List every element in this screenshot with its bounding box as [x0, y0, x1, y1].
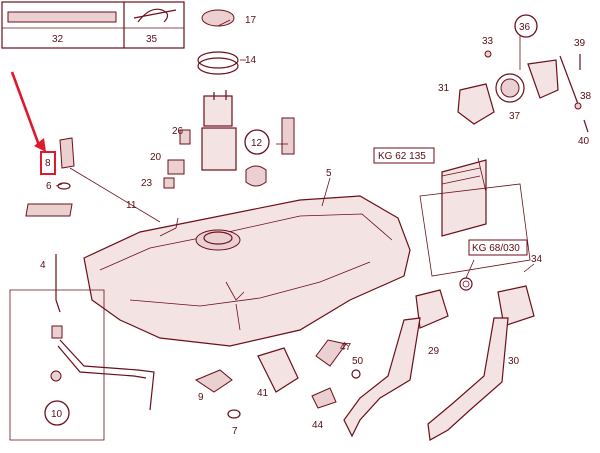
- label-17: 17: [245, 15, 257, 26]
- label-32: 32: [52, 34, 64, 45]
- highlight-box: [40, 151, 56, 175]
- callout-circle-10: [44, 400, 70, 426]
- clamp-35: [133, 8, 177, 23]
- kg-box-1: [373, 147, 435, 164]
- label-35: 35: [146, 34, 158, 45]
- label-40: 40: [578, 136, 590, 147]
- label-26: 26: [172, 126, 184, 137]
- highlight-annotation: [10, 71, 56, 175]
- label-36: 36: [519, 22, 531, 33]
- label-14: 14: [245, 55, 257, 66]
- callout-circle-12: [244, 129, 270, 155]
- label-37: 37: [509, 111, 521, 122]
- left-parts: [9, 137, 155, 441]
- label-11: 11: [126, 200, 137, 211]
- label-4: 4: [40, 260, 46, 271]
- label-39: 39: [574, 38, 586, 49]
- label-31: 31: [438, 83, 450, 94]
- label-47: 47: [340, 342, 352, 353]
- label-23: 23: [141, 178, 153, 189]
- label-34: 34: [531, 254, 543, 265]
- label-20: 20: [150, 152, 162, 163]
- label-30: 30: [508, 356, 520, 367]
- kg-ref-1: KG 62 135: [378, 151, 426, 162]
- label-38: 38: [580, 91, 592, 102]
- label-50: 50: [352, 356, 364, 367]
- kg-box-2: [468, 239, 528, 256]
- leader-lines: [55, 19, 535, 347]
- kg-ref-2: KG 68/030: [472, 243, 520, 254]
- fuel-tank-5: [83, 195, 411, 347]
- label-44: 44: [312, 420, 324, 431]
- filler-neck-29: [343, 289, 449, 438]
- label-29: 29: [428, 346, 440, 357]
- label-9: 9: [198, 392, 204, 403]
- label-8: 8: [45, 158, 51, 169]
- inlay-panel: [419, 159, 531, 291]
- callout-circle-36: [514, 14, 538, 38]
- bottom-parts: [194, 339, 361, 419]
- label-33: 33: [482, 36, 494, 47]
- filler-neck-30: [427, 285, 535, 441]
- label-10: 10: [51, 409, 63, 420]
- right-cluster: [457, 30, 589, 133]
- label-12: 12: [251, 138, 263, 149]
- label-6: 6: [46, 181, 52, 192]
- label-41: 41: [257, 388, 269, 399]
- label-7: 7: [232, 426, 238, 437]
- top-left-panel: [1, 1, 185, 49]
- part-labels: 32 35 17 14 36 33 39 31 38 37 40 26 12 2…: [40, 15, 592, 437]
- hose-32: [7, 11, 117, 23]
- label-5: 5: [326, 168, 332, 179]
